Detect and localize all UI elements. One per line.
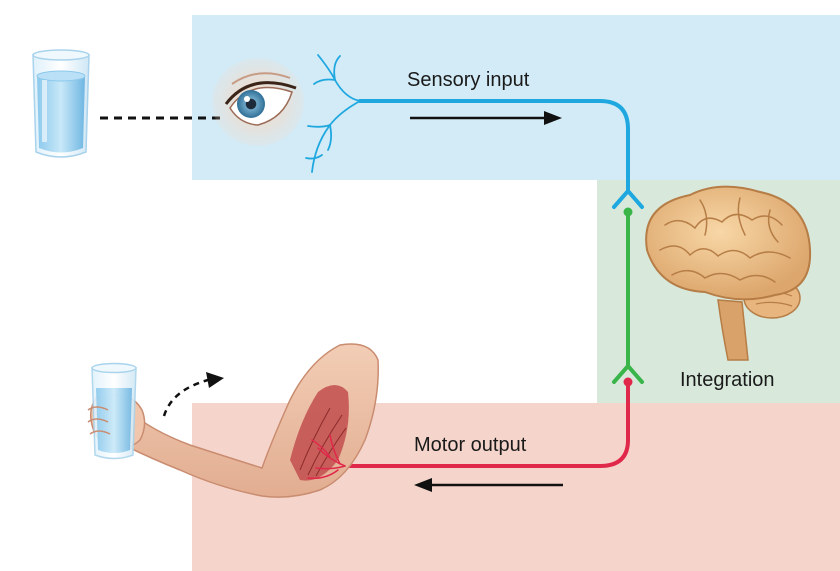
integration-node-top (623, 207, 633, 217)
arm-holding-glass-icon (87, 343, 379, 498)
sensory-synapse-fork (612, 189, 644, 209)
right-arrow-icon (410, 111, 562, 125)
integration-synapse-fork (612, 364, 644, 384)
sensory-nerve-endings (305, 54, 361, 173)
motor-nerve (343, 380, 630, 468)
curved-dashed-arrow-icon (162, 372, 224, 417)
motor-output-label: Motor output (414, 434, 527, 456)
glass-of-water-icon (32, 49, 90, 158)
integration-label: Integration (680, 369, 775, 391)
sensory-nerve (358, 99, 630, 192)
sensory-input-label: Sensory input (407, 69, 530, 91)
left-arrow-icon (414, 478, 563, 492)
eye-icon (212, 58, 304, 146)
brain-icon (645, 185, 812, 361)
